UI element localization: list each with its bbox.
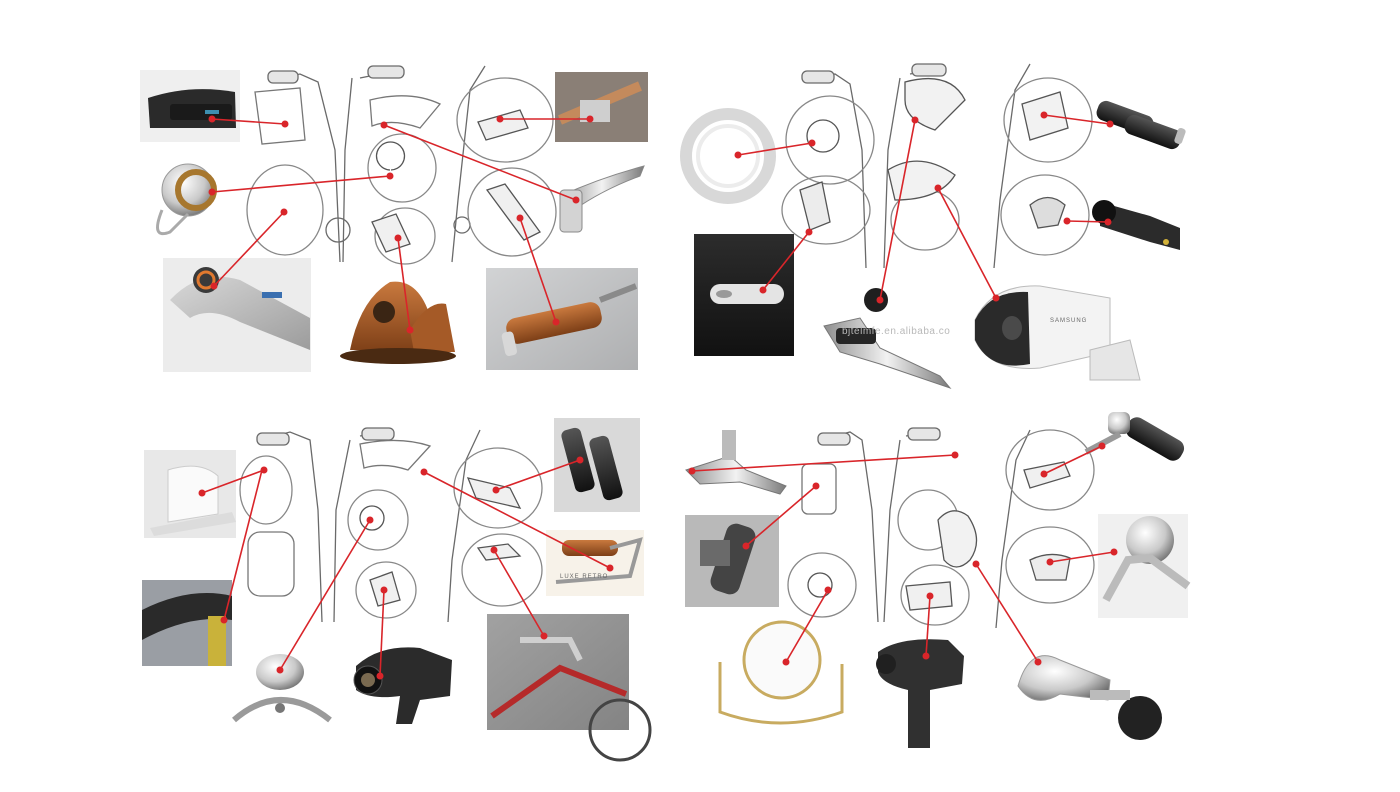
photo-cctv-camera [974,285,1141,381]
photo-wireless-charger [140,70,240,142]
photo-handlebar-light [163,258,311,372]
photo-shift-brake-lever [823,288,952,390]
leader-lines [201,114,1115,677]
photo-mirror-lamp [718,620,844,725]
photo-bell-dome [232,654,332,723]
photo-massage-gun [876,639,964,748]
grip-caption: LUXE RETRO [560,574,609,580]
photo-red-bicycle [487,614,652,762]
watermark-text: bjtelmfe.en.alibaba.co [842,326,951,337]
camera-brand-label: SAMSUNG [1050,318,1088,324]
photo-grip-with-cap [1084,412,1185,461]
photo-bike-bell [140,156,235,240]
photo-corner-bracket [1098,514,1191,618]
sketch-handlebar-bottom-right [787,427,1095,629]
photo-stem-clamp [555,72,648,142]
photo-charging-stand [144,450,236,538]
photo-bike-horn [1017,655,1162,740]
sketch-handlebar-top-right [781,63,1093,269]
sketch-handlebar-bottom-left [239,427,543,623]
photo-grips-pair [1096,100,1186,150]
photo-brake-lever [685,430,787,495]
photo-bluetooth-speaker [330,270,460,370]
photo-handlebar-grip [142,580,232,666]
photo-hair-dryer [353,647,452,724]
photo-leather-grip-lever [546,530,644,596]
photo-ring-lamp [680,108,776,204]
sketch-handlebar-top-left [246,65,557,265]
photo-light-tube [694,234,794,356]
photo-bike-stem [1092,200,1180,250]
photo-lamp-post [685,515,779,607]
leader-dots [198,111,1118,680]
photo-brake-lever-top [559,165,645,233]
photo-leather-grip [486,268,638,370]
